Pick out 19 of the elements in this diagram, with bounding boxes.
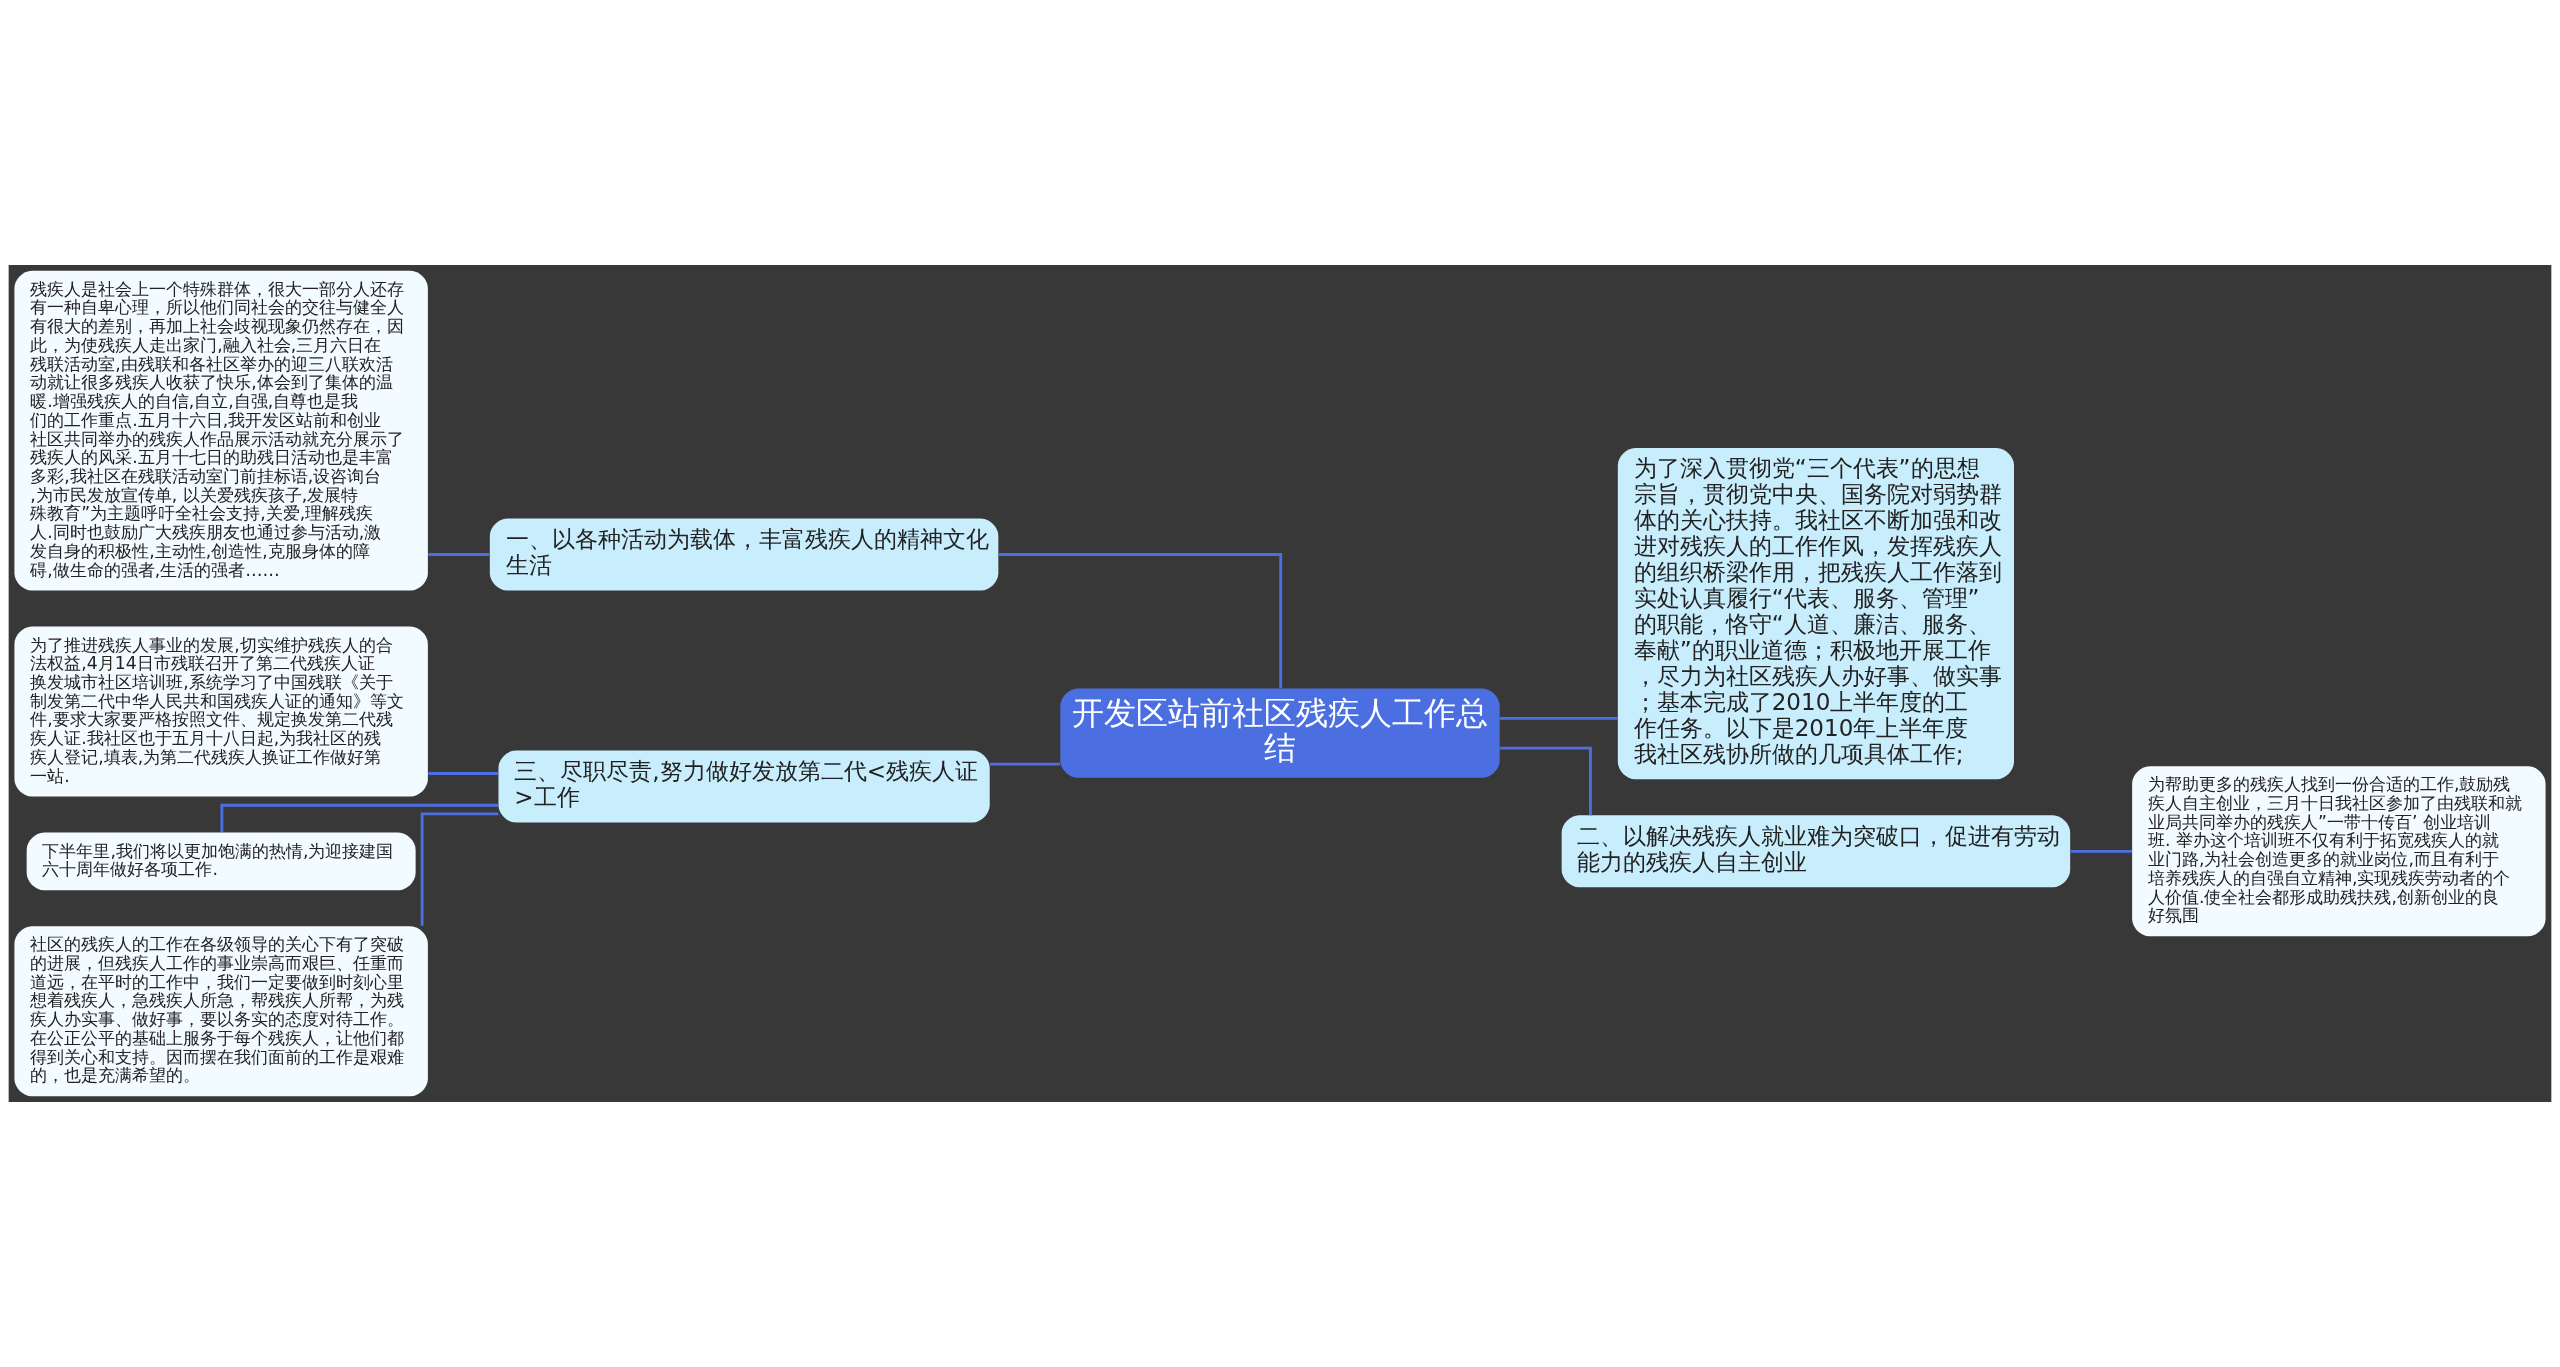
connector (2070, 849, 2133, 853)
connector (420, 812, 499, 926)
connector (990, 762, 1061, 766)
connector (1499, 716, 1618, 720)
node-box: 二、以解决残疾人就业难为突破口，促进有劳动能力的残疾人自主创业 (1561, 815, 2071, 888)
node-box: 为了深入贯彻党“三个代表”的思想宗旨，贯彻党中央、国务院对弱势群体的关心扶持。我社区不断加强和改进对残疾人的工作作风，发挥残疾人的组织桥梁作用，把残疾人工作落到实处认真履行“代表、服务、管理”的职能，恪守“人道、廉洁、服务、奉献”的职业道德；积极地开展工作，尽力为社区残疾人办好事、做实事；基本完成了2010上半年度的工作任务。以下是2010年上半年度我社区残协所做的几项具体工作; (1617, 447, 2014, 780)
node-box: 一、以各种活动为载体，丰富残疾人的精神文化生活 (489, 518, 999, 591)
connector (998, 553, 1283, 689)
connector (428, 553, 490, 556)
connector (428, 772, 499, 775)
node-box: 为了推进残疾人事业的发展,切实维护残疾人的合法权益,4月14日市残联召开了第二代残疾人证换发城市社区培训班,系统学习了中国残联《关于制发第二代中华人民共和国残疾人证的通知》等文件,要求大家要严格按照文件、规定换发第二代残疾人证.我社区也于五月十八日起,为我社区的残疾人登记,填表,为第二代残疾人换证工作做好第一站. (14, 626, 428, 797)
node-box: 下半年里,我们将以更加饱满的热情,为迎接建国六十周年做好各项工作. (26, 832, 416, 891)
node-box: 开发区站前社区残疾人工作总结 (1060, 688, 1500, 778)
node-box: 社区的残疾人的工作在各级领导的关心下有了突破的进展，但残疾人工作的事业崇高而艰巨、任重而道远，在平时的工作中，我们一定要做到时刻心里想着残疾人，急残疾人所急，帮残疾人所帮，为残疾人办实事、做好事，要以务实的态度对待工作。在公正公平的基础上服务于每个残疾人，让他们都得到关心和支持。因而摆在我们面前的工作是艰难的，也是充满希望的。 (14, 926, 428, 1097)
node-box: 为帮助更多的残疾人找到一份合适的工作,鼓励残疾人自主创业，三月十日我社区参加了由残联和就业局共同举办的残疾人”一带十传百’ 创业培训班. 举办这个培训班不仅有利于拓宽残疾人的就业门路,为社会创造更多的就业岗位,而且有利于培养残疾人的自强自立精神,实现残疾劳动者的个人价值.使全社会都形成助残扶残,创新创业的良好氛围 (2132, 766, 2546, 937)
node-box: 残疾人是社会上一个特殊群体，很大一部分人还存有一种自卑心理，所以他们同社会的交往与健全人有很大的差别，再加上社会歧视现象仍然存在，因此，为使残疾人走出家门,融入社会,三月六日在残联活动室,由残联和各社区举办的迎三八联欢活动就让很多残疾人收获了快乐,体会到了集体的温暖.增强残疾人的自信,自立,自强,自尊也是我们的工作重点.五月十六日,我开发区站前和创业社区共同举办的残疾人作品展示活动就充分展示了残疾人的风采.五月十七日的助残日活动也是丰富多彩,我社区在残联活动室门前挂标语,设咨询台,为市民发放宣传单, 以关爱残疾孩子,发展特殊教育”为主题呼吁全社会支持,关爱,理解残疾人.同时也鼓励广大残疾朋友也通过参与活动,激发自身的积极性,主动性,创造性,克服身体的障碍,做生命的强者,生活的强者…… (14, 270, 428, 591)
connector (220, 803, 499, 832)
node-box: 三、尽职尽责,努力做好发放第二代<残疾人证>工作 (498, 750, 990, 823)
connector (1499, 746, 1592, 816)
